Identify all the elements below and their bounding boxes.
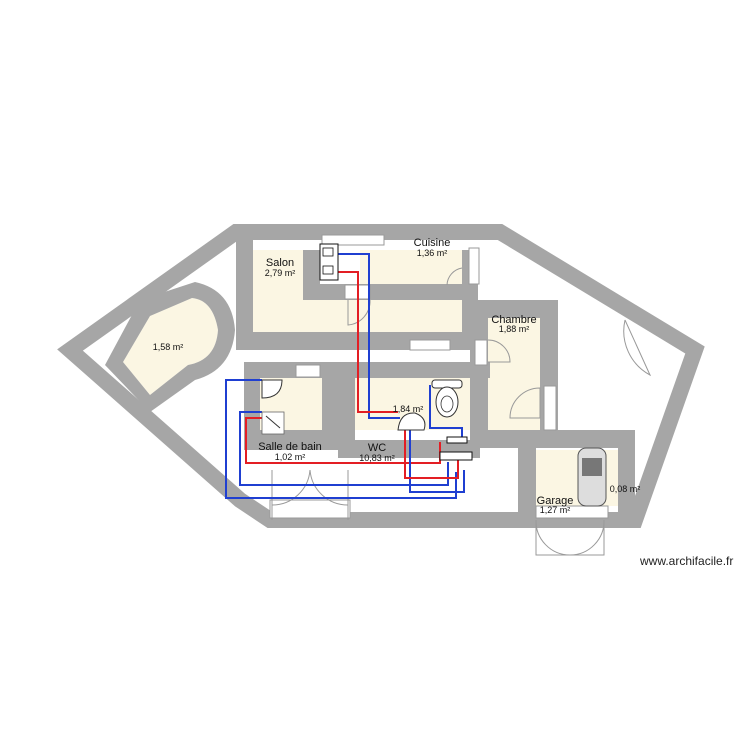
hot-pipe-wc [404,425,459,479]
windows [269,234,609,519]
boiler-icon [319,243,339,281]
room-label-cuisine: Cuisine [414,237,451,249]
room-label-garage: Garage [537,495,574,507]
cold-pipe-toilet [429,385,463,438]
floor-chambre [488,318,540,430]
room-area-wc: 10,83 m² [359,453,395,463]
room-labels: Salon 2,79 m² Cuisine 1,36 m² 1,58 m² Ch… [153,237,641,515]
toilet-icon [431,379,463,418]
room-area-salon: 2,79 m² [265,268,296,278]
shower-icon [261,411,285,435]
cold-pipe-bath [225,379,457,499]
room-label-salon: Salon [266,257,294,269]
floor-room-158 [123,298,218,395]
room-label-salle-de-bain: Salle de bain [258,441,322,453]
room-label-wc: WC [368,442,386,454]
room-area-wc-inner: 1,84 m² [393,404,424,414]
floor-cuisine [360,250,462,284]
hot-pipe [338,271,398,413]
watermark: www.archifacile.fr [640,554,734,568]
room-area-garage: 1,27 m² [540,505,571,515]
cold-pipe-wc [409,420,465,493]
room-area-tiny: 0,08 m² [610,484,641,494]
car-icon [577,447,607,507]
doors [271,267,652,556]
pipes [225,253,465,499]
washbasin-icon [397,412,426,431]
fixtures [261,243,607,507]
outer-walls [57,224,705,528]
manifold-icon [439,436,473,461]
room-area-chambre: 1,88 m² [499,324,530,334]
sink-icon [261,379,283,399]
room-area-cuisine: 1,36 m² [417,248,448,258]
room-area-salle-de-bain: 1,02 m² [275,452,306,462]
room-label-chambre: Chambre [491,314,536,326]
room-area-small: 1,58 m² [153,342,184,352]
cold-pipe [338,253,400,419]
